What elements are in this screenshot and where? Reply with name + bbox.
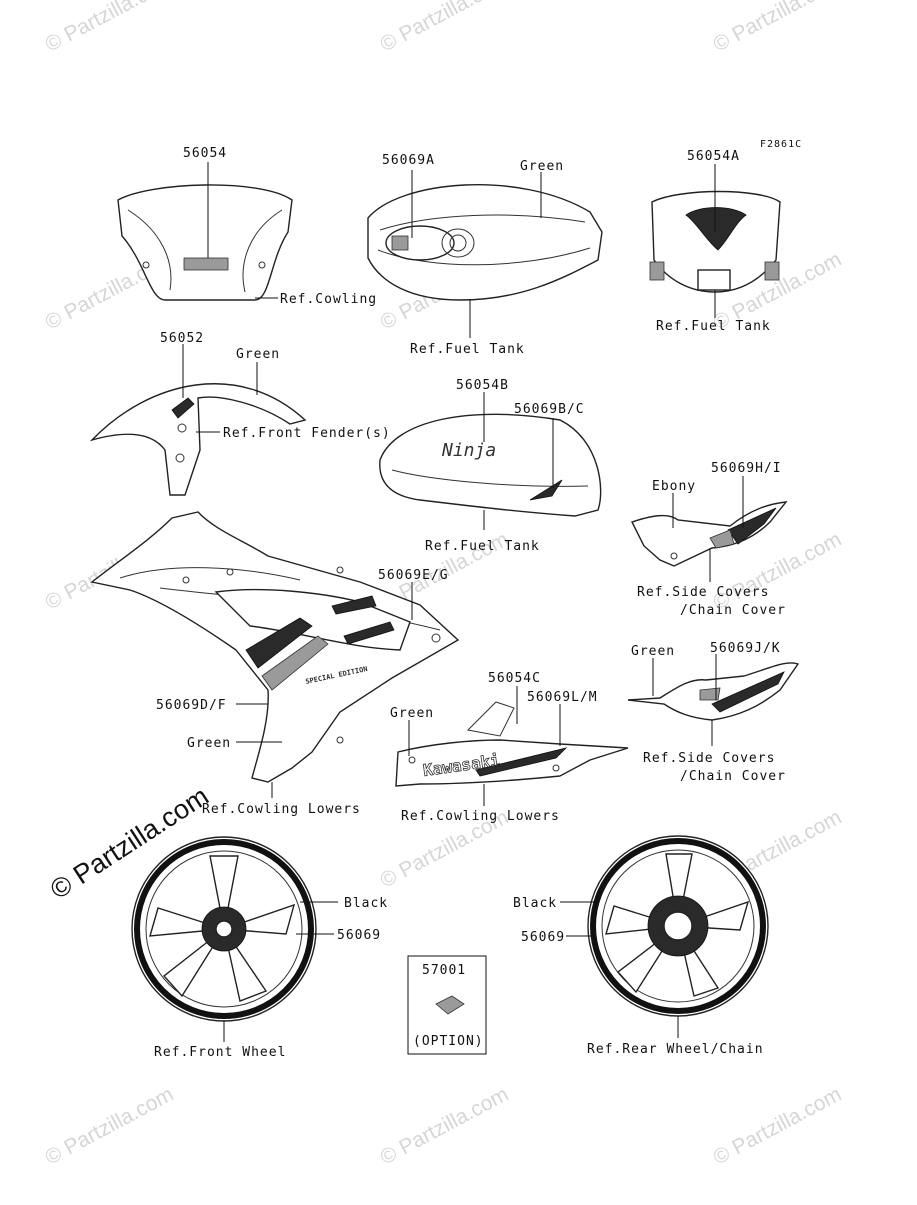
- color-green-label: Green: [631, 644, 675, 659]
- ref-fuel-tank-label: Ref.Fuel Tank: [410, 342, 525, 357]
- option-label: (OPTION): [413, 1034, 484, 1049]
- ref-cowling-label: Ref.Cowling: [280, 292, 377, 307]
- color-black-label: Black: [344, 896, 388, 911]
- ref-chain-cover-label: /Chain Cover: [680, 603, 786, 618]
- kawasaki-windshield-decal: [183, 257, 229, 271]
- part-number-57001: 57001: [422, 963, 466, 978]
- part-number-56052: 56052: [160, 331, 204, 346]
- option-decal-icon: [435, 995, 465, 1015]
- fuel-tank-top-shape[interactable]: [367, 184, 603, 301]
- part-number-56069hi: 56069H/I: [711, 461, 782, 476]
- ref-front-wheel-label: Ref.Front Wheel: [154, 1045, 286, 1060]
- ninja-decal-text: Ninja: [441, 440, 496, 461]
- option-decal-group: 57001 (OPTION): [407, 955, 487, 1055]
- ref-fuel-tank-label: Ref.Fuel Tank: [656, 319, 771, 334]
- ref-front-fender-label: Ref.Front Fender(s): [223, 426, 391, 441]
- part-number-56069eg: 56069E/G: [378, 568, 449, 583]
- part-number-56069: 56069: [521, 930, 565, 945]
- part-number-56069a: 56069A: [382, 153, 435, 168]
- part-number-56054b: 56054B: [456, 378, 509, 393]
- part-number-56069df: 56069D/F: [156, 698, 227, 713]
- side-cover-bottom-decal-group: Green 56069J/K Ref.Side Covers /Chain Co…: [627, 641, 800, 784]
- color-ebony-label: Ebony: [652, 479, 696, 494]
- ref-side-covers-label: Ref.Side Covers: [643, 751, 775, 766]
- watermark-text: © Partzilla.com: [42, 0, 178, 56]
- color-green-label: Green: [236, 347, 280, 362]
- tank-cap-decal-area: [385, 225, 455, 261]
- color-green-label: Green: [187, 736, 231, 751]
- part-number-56054c: 56054C: [488, 671, 541, 686]
- ref-chain-cover-label: /Chain Cover: [680, 769, 786, 784]
- windshield-shape[interactable]: [117, 184, 293, 301]
- rear-cowl-decal-group: 56054A Ref.Fuel Tank: [649, 149, 781, 334]
- watermark-text: © Partzilla.com: [377, 0, 513, 56]
- tail-logo-decal: [685, 207, 747, 251]
- ref-cowling-lowers-label: Ref.Cowling Lowers: [401, 809, 560, 824]
- watermark-text: © Partzilla.com: [377, 1083, 513, 1170]
- tank-side-decal-group: Ninja 56054B 56069B/C Ref.Fuel Tank: [379, 378, 602, 554]
- part-number-56054a: 56054A: [687, 149, 740, 164]
- watermark-text: © Partzilla.com: [710, 1083, 846, 1170]
- front-fender-shape[interactable]: [89, 383, 307, 496]
- part-number-56069: 56069: [337, 928, 381, 943]
- watermark-text: © Partzilla.com: [710, 0, 846, 56]
- fuel-tank-side-shape[interactable]: [379, 413, 602, 517]
- side-cover-top-decal-group: Ebony 56069H/I Ref.Side Covers /Chain Co…: [631, 461, 788, 618]
- part-number-56069jk: 56069J/K: [710, 641, 781, 656]
- side-cover-top-shape[interactable]: [631, 501, 788, 567]
- ref-side-covers-label: Ref.Side Covers: [637, 585, 769, 600]
- ref-cowling-lowers-label: Ref.Cowling Lowers: [202, 802, 361, 817]
- part-number-56069lm: 56069L/M: [527, 690, 598, 705]
- ref-rear-wheel-label: Ref.Rear Wheel/Chain: [587, 1042, 764, 1057]
- color-green-label: Green: [390, 706, 434, 721]
- part-number-56069bc: 56069B/C: [514, 402, 585, 417]
- lower-cowl-decal-group: Kawasaki Green 56054C 56069L/M Ref.Cowli…: [390, 671, 629, 824]
- figure-code: F2861C: [760, 139, 802, 150]
- part-number-56054: 56054: [183, 146, 227, 161]
- fairing-decal-group: SPECIAL EDITION 56069E/G 56069D/F Green …: [90, 511, 460, 817]
- watermark-text: © Partzilla.com: [42, 1083, 178, 1170]
- front-fender-decal-group: 56052 Green Ref.Front Fender(s): [89, 331, 391, 496]
- color-green-label: Green: [520, 159, 564, 174]
- rear-wheel-decal-group: Black 56069 Ref.Rear Wheel/Chain: [513, 835, 769, 1057]
- windshield-decal-group: 56054 Ref.Cowling: [117, 146, 377, 307]
- ref-fuel-tank-label: Ref.Fuel Tank: [425, 539, 540, 554]
- front-wheel-decal-group: Black 56069 Ref.Front Wheel: [131, 836, 388, 1060]
- color-black-label: Black: [513, 896, 557, 911]
- tank-top-decal-group: 56069A Green Ref.Fuel Tank: [367, 153, 603, 357]
